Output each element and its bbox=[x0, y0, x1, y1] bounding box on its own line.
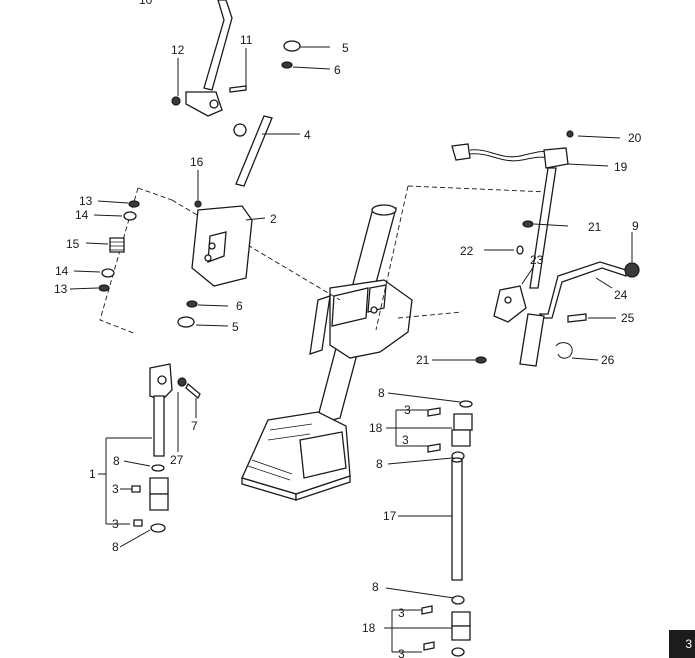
callout-18: 18 bbox=[362, 621, 376, 635]
callout-17: 17 bbox=[383, 509, 397, 523]
callout-21: 21 bbox=[416, 353, 430, 367]
callout-3: 3 bbox=[112, 517, 119, 531]
callout-16: 16 bbox=[190, 155, 204, 169]
callout-11: 11 bbox=[240, 33, 253, 47]
callout-25: 25 bbox=[621, 311, 635, 325]
universal-joint-right-upper bbox=[427, 400, 473, 461]
callout-8: 8 bbox=[378, 386, 385, 400]
callout-1: 1 bbox=[89, 467, 96, 481]
universal-joint-left bbox=[131, 464, 169, 533]
lower-rod-assembly bbox=[149, 363, 201, 457]
steering-shaft-17 bbox=[451, 457, 463, 581]
parts-5-6-lower bbox=[177, 300, 198, 328]
callout-13: 13 bbox=[54, 282, 68, 296]
callout-9: 9 bbox=[632, 219, 639, 233]
callout-14: 14 bbox=[55, 264, 69, 278]
callout-10: 10 bbox=[139, 0, 153, 7]
callout-24: 24 bbox=[614, 288, 628, 302]
callout-3: 3 bbox=[398, 606, 405, 620]
spring-and-washers bbox=[98, 200, 140, 292]
callout-5: 5 bbox=[232, 320, 239, 334]
callout-12: 12 bbox=[171, 43, 185, 57]
callout-6: 6 bbox=[236, 299, 243, 313]
shift-column-right bbox=[475, 167, 640, 367]
callout-5: 5 bbox=[342, 41, 349, 55]
callout-22: 22 bbox=[460, 244, 474, 258]
callout-6: 6 bbox=[334, 63, 341, 77]
callout-21: 21 bbox=[588, 220, 602, 234]
steering-column bbox=[241, 204, 413, 501]
bracket-2 bbox=[191, 200, 253, 287]
leader-lines bbox=[69, 46, 633, 653]
universal-joint-right-lower bbox=[421, 595, 471, 657]
callout-15: 15 bbox=[66, 237, 80, 251]
callout-14: 14 bbox=[75, 208, 89, 222]
callout-8: 8 bbox=[372, 580, 379, 594]
callout-3: 3 bbox=[112, 482, 119, 496]
callout-4: 4 bbox=[304, 128, 311, 142]
callout-2: 2 bbox=[270, 212, 277, 226]
callout-3: 3 bbox=[398, 647, 405, 658]
callout-26: 26 bbox=[601, 353, 615, 367]
callout-8: 8 bbox=[376, 457, 383, 471]
callout-3: 3 bbox=[404, 403, 411, 417]
callout-18: 18 bbox=[369, 421, 383, 435]
callout-8: 8 bbox=[113, 454, 120, 468]
shift-rod-4 bbox=[233, 115, 273, 187]
clutch-pedal-lever bbox=[171, 0, 247, 117]
callout-23: 23 bbox=[530, 253, 544, 267]
callout-20: 20 bbox=[628, 131, 642, 145]
page-number-tab: 3 bbox=[669, 630, 695, 658]
callout-7: 7 bbox=[191, 419, 198, 433]
wiring-switch-19 bbox=[451, 130, 574, 169]
callout-3: 3 bbox=[402, 433, 409, 447]
callout-13: 13 bbox=[79, 194, 93, 208]
callout-27: 27 bbox=[170, 453, 184, 467]
callout-labels: 10 12 11 5 6 4 16 2 13 14 15 14 13 6 5 7… bbox=[54, 0, 642, 658]
parts-5-6-upper bbox=[281, 40, 301, 69]
callout-19: 19 bbox=[614, 160, 628, 174]
callout-8: 8 bbox=[112, 540, 119, 554]
